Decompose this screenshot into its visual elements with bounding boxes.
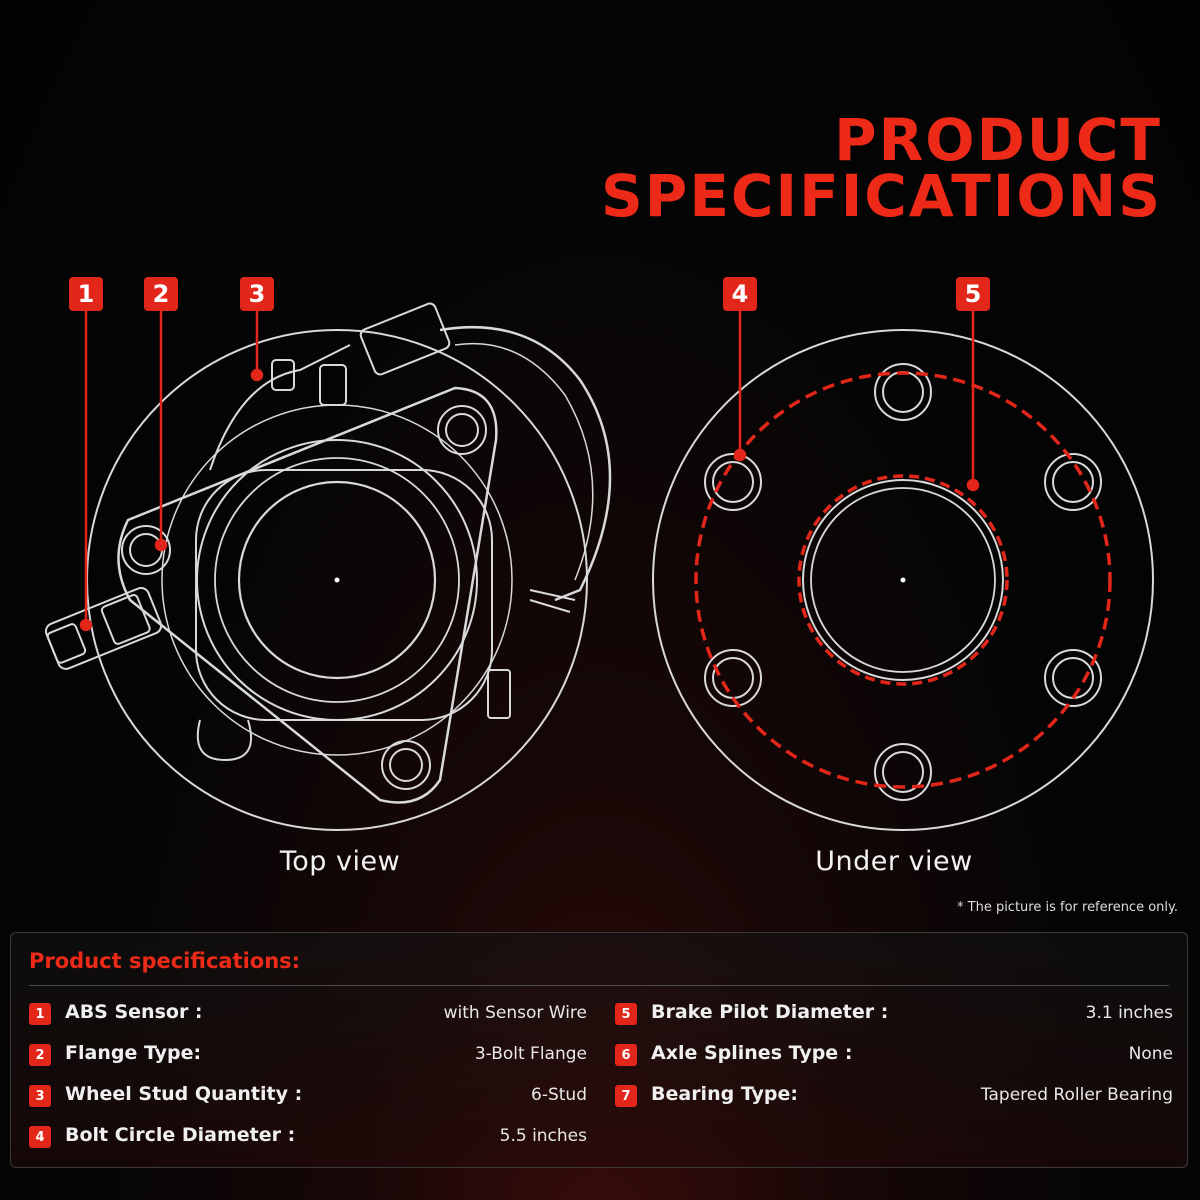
spec-row: 4 Bolt Circle Diameter : 5.5 inches bbox=[29, 1122, 587, 1163]
page-title: PRODUCT SPECIFICATIONS bbox=[601, 106, 1162, 230]
under-view-rotor-outline bbox=[652, 329, 1154, 831]
sensor-cable bbox=[439, 326, 612, 602]
spec-row: 1 ABS Sensor : with Sensor Wire bbox=[29, 999, 587, 1040]
spec-label: Bolt Circle Diameter : bbox=[65, 1124, 296, 1146]
callout-5: 5 bbox=[956, 277, 990, 311]
sensor-connector bbox=[359, 302, 451, 376]
spec-number-badge: 5 bbox=[615, 1003, 637, 1025]
flange-bolt-hole-3 bbox=[381, 740, 431, 790]
specs-panel: Product specifications: 1 ABS Sensor : w… bbox=[10, 932, 1188, 1168]
spec-label: Brake Pilot Diameter : bbox=[651, 1001, 889, 1023]
callout-4: 4 bbox=[723, 277, 757, 311]
stud-hole-4 bbox=[874, 743, 932, 801]
title-line-2: SPECIFICATIONS bbox=[601, 162, 1162, 230]
spec-number-badge: 4 bbox=[29, 1126, 51, 1148]
flange-bolt-hole-1 bbox=[121, 525, 171, 575]
spec-row: 7 Bearing Type: Tapered Roller Bearing bbox=[615, 1081, 1173, 1122]
specs-column-right: 5 Brake Pilot Diameter : 3.1 inches 6 Ax… bbox=[615, 999, 1173, 1122]
callout-1: 1 bbox=[69, 277, 103, 311]
three-bolt-flange bbox=[117, 386, 498, 804]
under-view-label: Under view bbox=[815, 846, 973, 877]
spec-row: 2 Flange Type: 3-Bolt Flange bbox=[29, 1040, 587, 1081]
spec-label: Bearing Type: bbox=[651, 1083, 798, 1105]
spec-value: None bbox=[1128, 1044, 1173, 1064]
spec-label: Axle Splines Type : bbox=[651, 1042, 853, 1064]
brake-pilot-diameter-indicator bbox=[797, 474, 1009, 686]
stud-hole-3 bbox=[1044, 649, 1102, 707]
specs-heading: Product specifications: bbox=[29, 949, 301, 973]
spec-value: 3.1 inches bbox=[1085, 1003, 1173, 1023]
abs-sensor-plug bbox=[44, 587, 163, 670]
spec-number-badge: 7 bbox=[615, 1085, 637, 1107]
spec-number-badge: 2 bbox=[29, 1044, 51, 1066]
top-view-label: Top view bbox=[279, 846, 401, 877]
spec-label: Flange Type: bbox=[65, 1042, 202, 1064]
hub-illustration bbox=[44, 302, 1154, 831]
stud-hole-2 bbox=[1044, 453, 1102, 511]
spec-number-badge: 6 bbox=[615, 1044, 637, 1066]
stud-hole-5 bbox=[704, 649, 762, 707]
spec-value: Tapered Roller Bearing bbox=[980, 1085, 1173, 1105]
stud-hole-6 bbox=[704, 453, 762, 511]
callout-2: 2 bbox=[144, 277, 178, 311]
under-view-drawing bbox=[652, 329, 1154, 831]
spec-number-badge: 3 bbox=[29, 1085, 51, 1107]
spec-value: 5.5 inches bbox=[499, 1126, 587, 1146]
spec-row: 6 Axle Splines Type : None bbox=[615, 1040, 1173, 1081]
specs-divider bbox=[29, 985, 1169, 986]
callout-leaders bbox=[79, 310, 980, 632]
spec-label: Wheel Stud Quantity : bbox=[65, 1083, 303, 1105]
pilot-outer bbox=[802, 479, 1004, 681]
reference-note: * The picture is for reference only. bbox=[957, 900, 1178, 915]
spec-row: 3 Wheel Stud Quantity : 6-Stud bbox=[29, 1081, 587, 1122]
stud-hole-1 bbox=[874, 363, 932, 421]
callout-3: 3 bbox=[240, 277, 274, 311]
spec-value: with Sensor Wire bbox=[443, 1003, 587, 1023]
title-line-1: PRODUCT bbox=[834, 106, 1162, 174]
spec-value: 6-Stud bbox=[531, 1085, 587, 1105]
hub-bore bbox=[237, 480, 437, 680]
spec-number-badge: 1 bbox=[29, 1003, 51, 1025]
bolt-circle-diameter-indicator bbox=[694, 371, 1112, 789]
spec-value: 3-Bolt Flange bbox=[474, 1044, 587, 1064]
spec-row: 5 Brake Pilot Diameter : 3.1 inches bbox=[615, 999, 1173, 1040]
spec-label: ABS Sensor : bbox=[65, 1001, 203, 1023]
specs-column-left: 1 ABS Sensor : with Sensor Wire 2 Flange… bbox=[29, 999, 587, 1163]
flange-bolt-hole-2 bbox=[437, 405, 487, 455]
top-view-drawing bbox=[44, 302, 612, 831]
